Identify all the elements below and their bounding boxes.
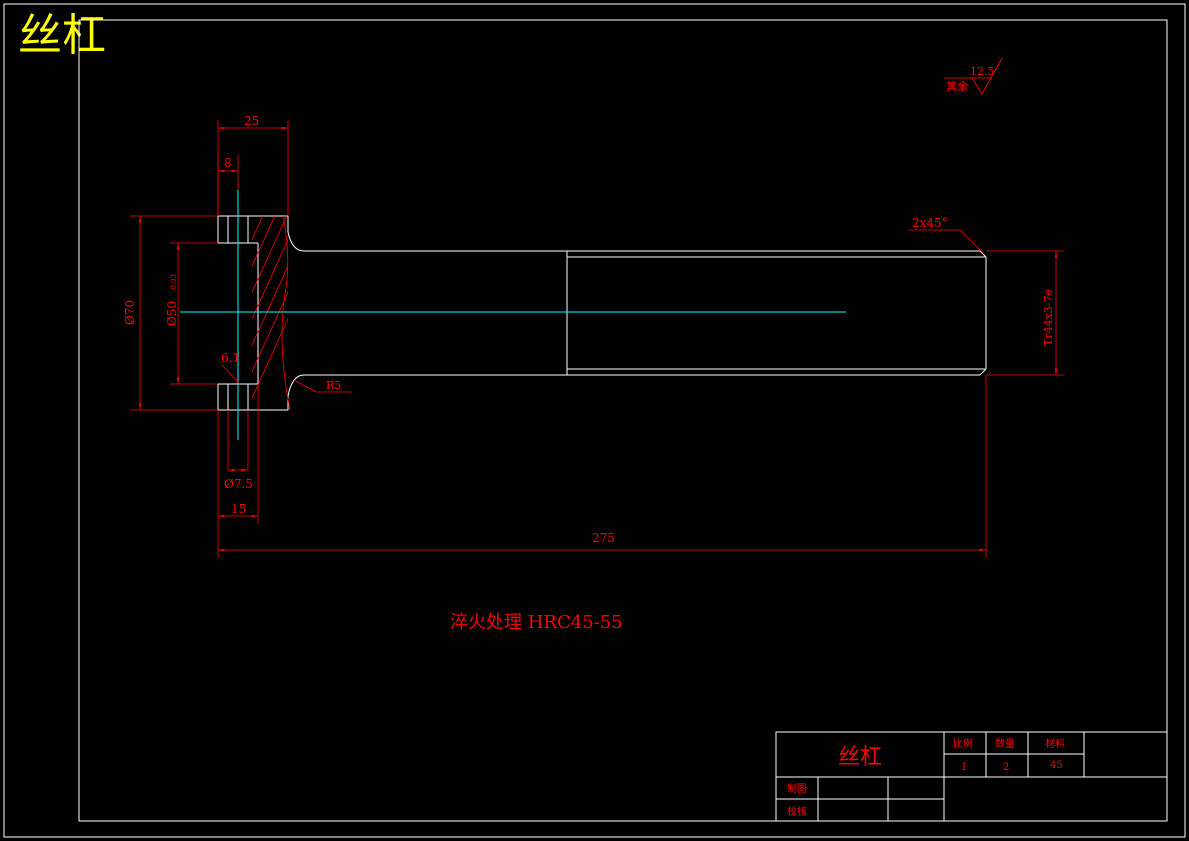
title-block-checked-label: 校核 — [787, 805, 807, 818]
dim-dia-70: Ø70 — [123, 300, 137, 325]
part-outline — [217, 215, 987, 411]
dim-r5: R5 — [326, 379, 341, 392]
surface-finish-label: 其余 — [946, 79, 968, 93]
heat-treatment-note: 淬火处理 HRC45-55 — [450, 612, 623, 633]
drawing-title: 丝杠 — [18, 10, 106, 61]
dim-6-1: 6.1 — [221, 351, 240, 365]
dimension-lines — [130, 57, 1064, 558]
drawing-frame — [78, 19, 1168, 822]
dim-dia-7-5: Ø7.5 — [224, 477, 253, 491]
title-block-scale-label: 比例 — [953, 737, 973, 750]
title-block-drawn-label: 制图 — [787, 782, 807, 795]
dim-dia-50: Ø50 — [165, 301, 179, 326]
dim-15: 15 — [231, 502, 246, 516]
break-line — [281, 215, 291, 411]
title-block-scale-value: 1 — [961, 762, 967, 773]
title-block-material-label: 材料 — [1045, 737, 1065, 750]
title-block-material-value: 45 — [1050, 760, 1063, 771]
dim-8: 8 — [224, 156, 232, 170]
dim-dia-50-tolerance: -0.03 — [170, 274, 178, 292]
title-block-part-name: 丝杠 — [838, 745, 882, 770]
title-block-qty-value: 2 — [1003, 762, 1009, 773]
title-block-qty-label: 数量 — [995, 737, 1015, 750]
dim-25: 25 — [244, 114, 259, 128]
dim-chamfer: 2x45° — [912, 216, 948, 230]
dim-275: 275 — [592, 531, 615, 545]
title-block — [775, 731, 1168, 822]
surface-finish-value: 12.5 — [970, 65, 995, 78]
title-block-texts: 丝杠 比例 数量 材料 1 2 45 制图 校核 — [787, 737, 1065, 818]
section-hatching — [252, 216, 288, 410]
centerlines — [180, 190, 846, 440]
dimension-texts: 25 8 Ø70 Ø50 -0.03 6.1 R5 Ø7.5 15 275 2x… — [123, 65, 1055, 545]
sheet-border — [3, 3, 1186, 838]
dim-thread: Tr44x3-7e — [1042, 289, 1055, 346]
